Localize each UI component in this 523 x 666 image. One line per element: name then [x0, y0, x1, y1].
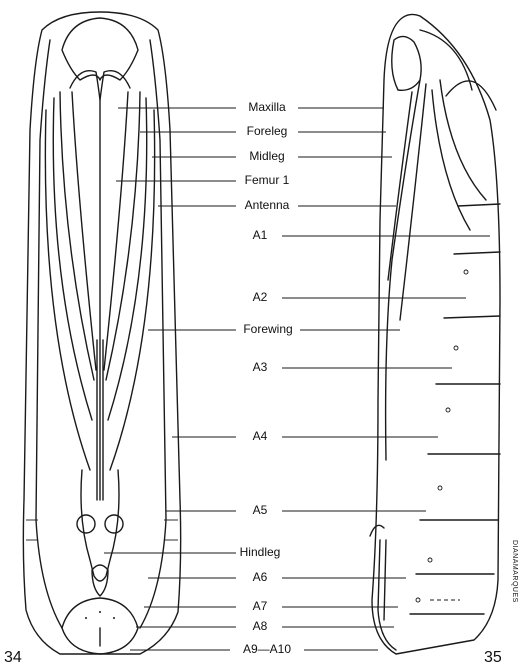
- label-antenna: Antenna: [245, 198, 290, 212]
- label-a6: A6: [253, 570, 268, 584]
- label-a8: A8: [253, 619, 268, 633]
- figure-number-34: 34: [4, 649, 22, 666]
- label-hindleg: Hindleg: [240, 545, 281, 559]
- label-maxilla: Maxilla: [248, 100, 286, 114]
- label-midleg: Midleg: [249, 149, 284, 163]
- pupa-lateral-view: [370, 14, 500, 654]
- label-a5: A5: [253, 503, 268, 517]
- label-a2: A2: [253, 290, 268, 304]
- label-a9-a10: A9—A10: [243, 642, 291, 656]
- label-foreleg: Foreleg: [247, 124, 288, 138]
- label-femur1: Femur 1: [245, 173, 290, 187]
- figure-number-35: 35: [484, 649, 502, 666]
- labels: Maxilla Foreleg Midleg Femur 1 Antenna A…: [240, 100, 293, 656]
- label-forewing: Forewing: [243, 322, 292, 336]
- label-a7: A7: [253, 599, 268, 613]
- artist-signature: DIANAMARQUES: [511, 540, 518, 603]
- leader-lines: [104, 108, 490, 650]
- label-a1: A1: [253, 228, 268, 242]
- label-a4: A4: [253, 429, 268, 443]
- label-a3: A3: [253, 360, 268, 374]
